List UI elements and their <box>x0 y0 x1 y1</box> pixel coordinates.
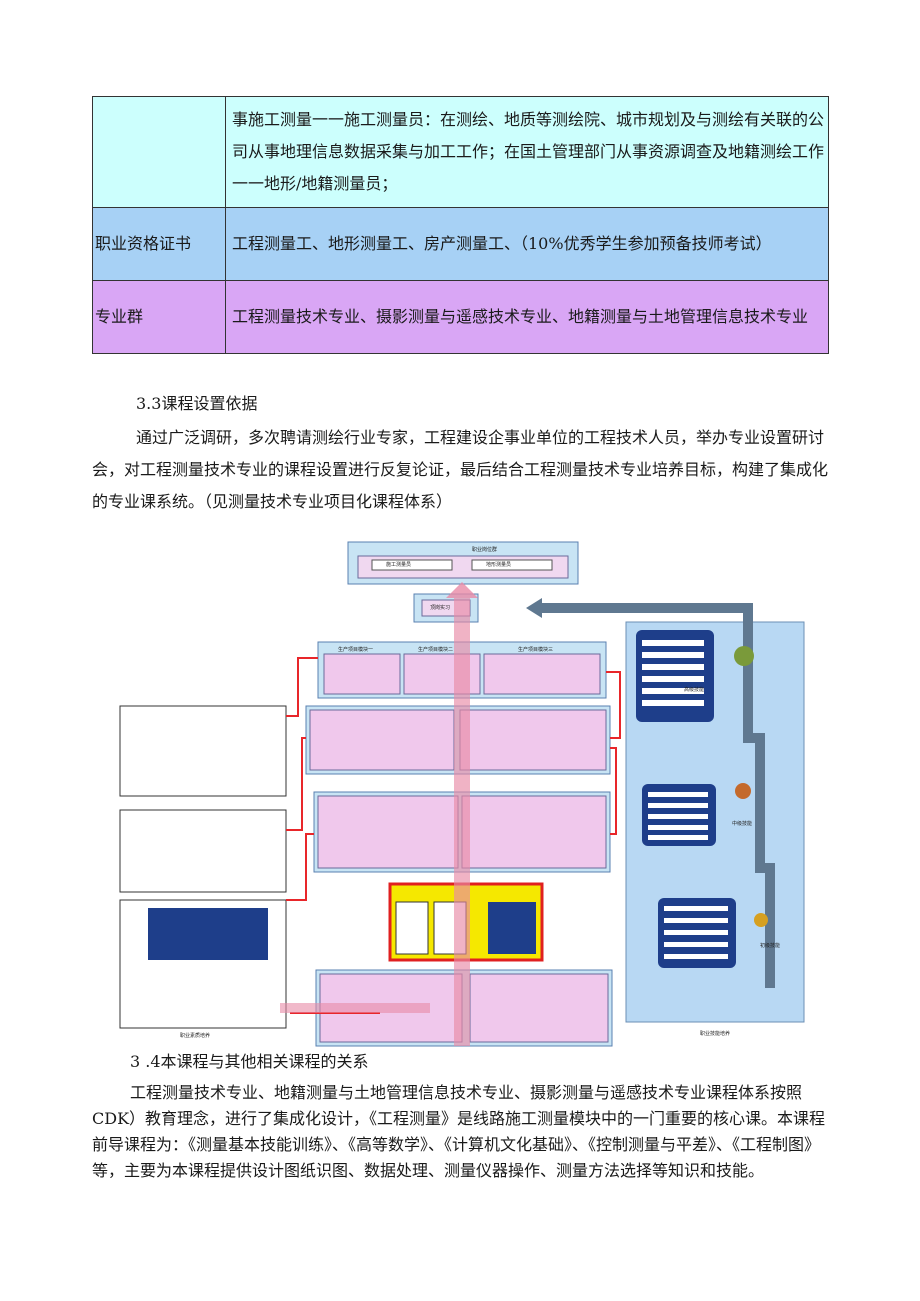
ability-panel-2 <box>119 809 287 893</box>
course-system-diagram: 职业岗位群 施工测量员 地形测量员 顶岗实习 生产项目模块一 生产项目模块二 生… <box>80 538 810 1050</box>
central-progress-arrow <box>454 598 470 1046</box>
diagram-module-2: 生产项目模块二 <box>418 647 454 653</box>
section-heading-3-4: 3 .4本课程与其他相关课程的关系 <box>130 1052 369 1071</box>
course-system-svg <box>119 541 805 1047</box>
table-label-cell <box>92 96 226 208</box>
diagram-job-1: 施工测量员 <box>386 562 412 568</box>
table-content-cell: 工程测量工、地形测量工、房产测量工、（10%优秀学生参加预备技师考试） <box>225 207 829 281</box>
connector-arrow <box>606 671 621 739</box>
diagram-internship: 顶岗实习 <box>430 605 451 611</box>
table-content-cell: 工程测量技术专业、摄影测量与遥感技术专业、地籍测量与土地管理信息技术专业 <box>225 280 829 354</box>
skill-level-intermediate: 中级技能 <box>732 821 753 827</box>
person-icon <box>734 646 754 666</box>
table-row: 事施工测量一一施工测量员：在测绘、地质等测绘院、城市规划及与测绘有关联的公司从事… <box>92 96 829 208</box>
arrow-head-icon <box>526 598 542 618</box>
table-label-cell: 专业群 <box>92 280 226 354</box>
person-icon <box>735 783 751 799</box>
skill-level-basic: 初级技能 <box>760 943 781 949</box>
person-icon <box>754 913 768 927</box>
table-row: 职业资格证书 工程测量工、地形测量工、房产测量工、（10%优秀学生参加预备技师考… <box>92 207 829 281</box>
ability-panel-1 <box>119 705 287 797</box>
section-paragraph-3-4: 工程测量技术专业、地籍测量与土地管理信息技术专业、摄影测量与遥感技术专业课程体系… <box>92 1083 826 1180</box>
diagram-top-title: 职业岗位群 <box>472 547 498 553</box>
info-table: 事施工测量一一施工测量员：在测绘、地质等测绘院、城市规划及与测绘有关联的公司从事… <box>92 96 829 354</box>
table-content-cell: 事施工测量一一施工测量员：在测绘、地质等测绘院、城市规划及与测绘有关联的公司从事… <box>225 96 829 208</box>
quality-panel-caption: 职业素质培养 <box>180 1033 211 1039</box>
quality-inner-box <box>148 908 268 960</box>
connector-arrow <box>286 737 306 831</box>
connector-arrow <box>610 747 617 835</box>
connector-arrow <box>286 657 318 717</box>
skill-progress-arrow <box>538 603 775 988</box>
table-label-cell: 职业资格证书 <box>92 207 226 281</box>
diagram-module-1: 生产项目模块一 <box>338 647 374 653</box>
section-paragraph-3-3: 通过广泛调研，多次聘请测绘行业专家，工程建设企事业单位的工程技术人员，举办专业设… <box>92 428 829 511</box>
table-row: 专业群 工程测量技术专业、摄影测量与遥感技术专业、地籍测量与土地管理信息技术专业 <box>92 280 829 354</box>
skill-level-advanced: 高级技能 <box>684 687 705 693</box>
section-heading-3-3: 3.3课程设置依据 <box>136 394 258 413</box>
skill-panel-caption: 职业技能培养 <box>700 1031 731 1037</box>
connector-arrow <box>286 833 314 901</box>
diagram-module-3: 生产项目模块三 <box>518 647 554 653</box>
diagram-job-2: 地形测量员 <box>486 562 512 568</box>
